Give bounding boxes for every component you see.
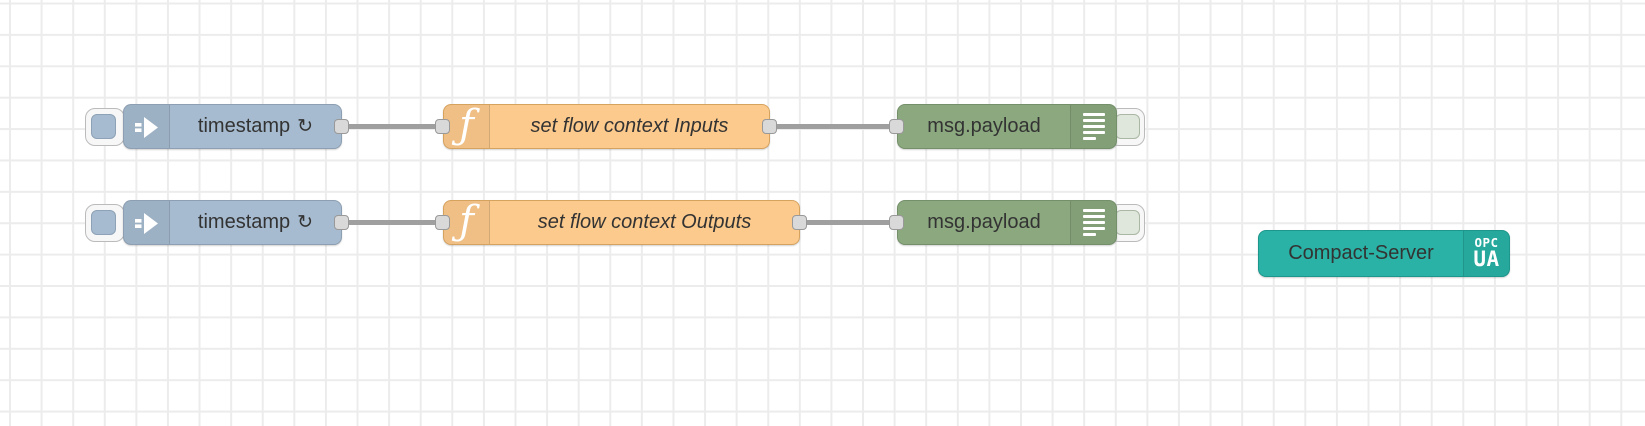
inject-node-1-label: timestamp ↻ [170,105,341,148]
inject-button-1[interactable] [85,108,125,146]
function-node-1-label: set flow context Inputs [530,115,729,137]
inject-arrow-icon [134,116,158,138]
port-input-debug1[interactable] [889,119,904,134]
wire-function1-debug1[interactable] [770,124,897,129]
port-output-inject1[interactable] [334,119,349,134]
function-node-2-label: set flow context Outputs [537,211,752,233]
function-node-2[interactable]: ƒ set flow context Outputs [443,200,800,245]
port-input-function1[interactable] [435,119,450,134]
wire-function2-debug2[interactable] [800,220,897,225]
debug-node-2[interactable]: msg.payload [897,200,1117,245]
function-icon: ƒ [459,101,474,148]
inject-node-1-icon-section [124,105,170,148]
port-output-inject2[interactable] [334,215,349,230]
port-output-function1[interactable] [762,119,777,134]
debug-node-1[interactable]: msg.payload [897,104,1117,149]
debug-node-2-label: msg.payload [927,211,1041,233]
port-input-function2[interactable] [435,215,450,230]
server-node-label: Compact-Server [1288,242,1434,264]
function-icon: ƒ [459,197,474,244]
opcua-badge-line2: UA [1473,247,1500,272]
inject-node-1[interactable]: timestamp ↻ [123,104,342,149]
debug-node-1-label: msg.payload [927,115,1041,137]
debug-node-2-icon-section [1070,201,1116,244]
debug-toggle-button-1-inner [1114,113,1140,139]
inject-arrow-icon [134,212,158,234]
repeat-icon: ↻ [297,212,314,233]
inject-node-2-icon-section [124,201,170,244]
debug-toggle-button-2-inner [1114,209,1140,235]
inject-node-1-label-text: timestamp [197,115,291,137]
repeat-icon: ↻ [297,116,314,137]
wire-inject2-function2[interactable] [342,220,443,225]
port-input-debug2[interactable] [889,215,904,230]
function-node-1-icon-section: ƒ [444,105,490,148]
inject-node-2[interactable]: timestamp ↻ [123,200,342,245]
debug-output-lines-icon [1082,112,1105,141]
inject-button-2-inner [91,209,116,235]
function-node-1[interactable]: ƒ set flow context Inputs [443,104,770,149]
opcua-badge-line1: OPC [1474,234,1499,250]
debug-output-lines-icon [1082,208,1105,237]
inject-button-1-inner [91,113,116,139]
inject-button-2[interactable] [85,204,125,242]
inject-node-2-label-text: timestamp [197,211,291,233]
function-node-2-icon-section: ƒ [444,201,490,244]
opcua-badge-icon: OPC UA [1463,231,1509,276]
opcua-compact-server-node[interactable]: Compact-Server OPC UA [1258,230,1510,277]
wire-inject1-function1[interactable] [342,124,443,129]
inject-node-2-label: timestamp ↻ [170,201,341,244]
debug-node-1-icon-section [1070,105,1116,148]
port-output-function2[interactable] [792,215,807,230]
